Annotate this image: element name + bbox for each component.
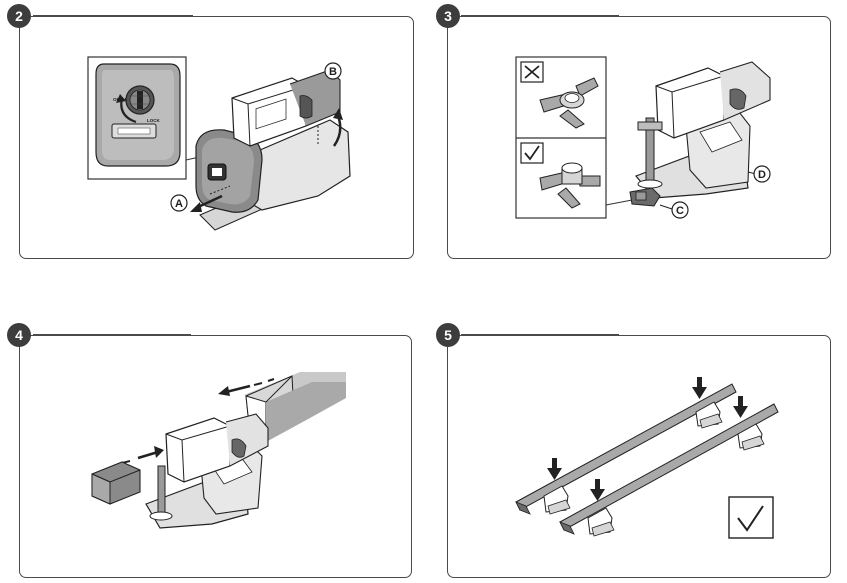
callout-D [753, 165, 771, 183]
rear-right-foot [695, 401, 723, 429]
step-3-badge: 3 [436, 4, 460, 28]
callout-A-label: A [175, 198, 183, 210]
cross-mark-icon [520, 61, 544, 83]
clamp-knob [629, 187, 661, 207]
front-left-foot [587, 507, 615, 537]
step-3-panel [447, 16, 831, 259]
end-cap [91, 461, 141, 505]
down-arrow-icon [590, 479, 605, 501]
lock-label-lock: LOCK [147, 118, 160, 123]
step-5-header-line [461, 334, 619, 336]
step-4-header-line [33, 334, 191, 336]
step-2-header-line [33, 15, 193, 17]
wrong-orientation-knob [539, 77, 599, 129]
down-arrow-icon [547, 458, 562, 480]
step-2-badge: 2 [7, 4, 31, 28]
insert-arrow-icon [225, 384, 251, 394]
step-3-header-line [461, 15, 619, 17]
roof-bar-rear [515, 383, 737, 515]
callout-C [671, 201, 689, 219]
rear-left-foot [543, 485, 571, 515]
callout-A [170, 194, 188, 212]
front-right-foot [737, 423, 765, 451]
callout-B-label: B [329, 66, 337, 78]
down-arrow-icon [692, 377, 707, 399]
check-mark-icon [520, 142, 544, 164]
step-4-badge: 4 [7, 323, 31, 347]
lock-cylinder-icon [125, 85, 155, 115]
callout-B [324, 62, 342, 80]
correct-orientation-knob [539, 162, 601, 209]
step-5-badge: 5 [436, 323, 460, 347]
lock-label-open: OPEN [113, 97, 126, 102]
callout-C-label: C [676, 205, 684, 217]
callout-D-label: D [758, 169, 766, 181]
down-arrow-icon [733, 396, 748, 418]
check-mark-icon [728, 496, 774, 539]
roof-bar-front [559, 403, 779, 535]
